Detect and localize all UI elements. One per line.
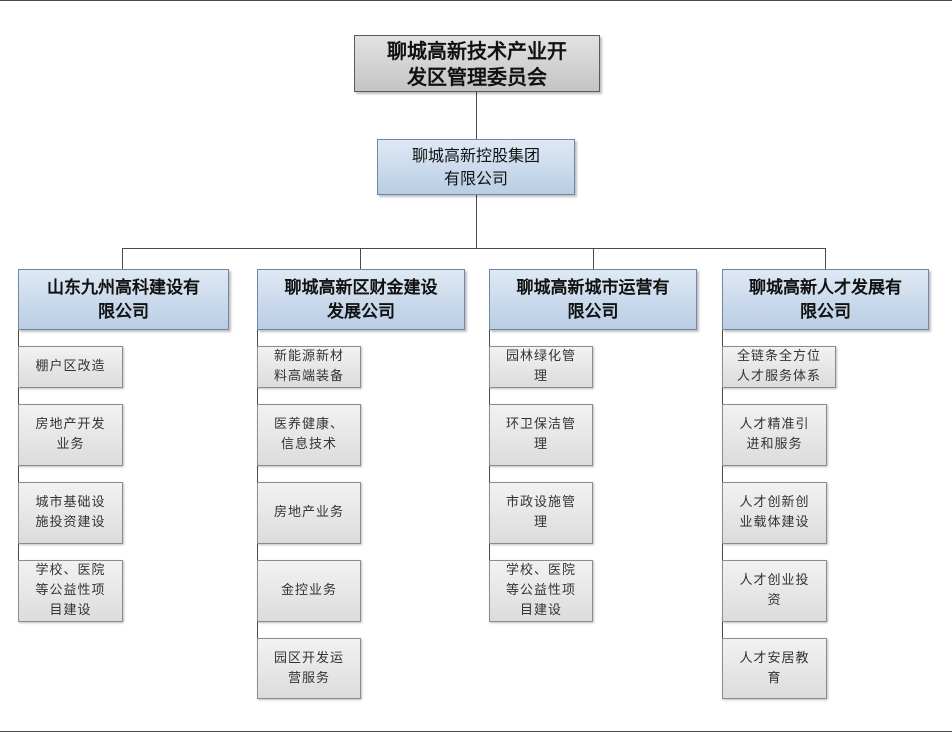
subsidiary-box-jiuzhou: 山东九州高科建设有 限公司 xyxy=(18,269,229,330)
subsidiary-box-talent: 聊城高新人才发展有 限公司 xyxy=(722,269,929,330)
holding-group-box: 聊城高新控股集团 有限公司 xyxy=(377,139,575,195)
management-committee-label: 聊城高新技术产业开 发区管理委员会 xyxy=(387,38,567,89)
business-label: 房地产开发 业务 xyxy=(35,417,106,452)
business-box: 学校、医院 等公益性项 目建设 xyxy=(489,560,593,622)
subsidiary-label: 聊城高新区财金建设 发展公司 xyxy=(284,277,438,322)
business-box: 棚户区改造 xyxy=(18,346,123,388)
business-box: 人才创业投 资 xyxy=(722,560,827,622)
business-box: 全链条全方位 人才服务体系 xyxy=(722,346,836,388)
business-box: 医养健康、 信息技术 xyxy=(257,404,361,466)
business-label: 学校、医院 等公益性项 目建设 xyxy=(35,563,106,618)
business-label: 全链条全方位 人才服务体系 xyxy=(736,349,821,384)
business-label: 园区开发运 营服务 xyxy=(273,650,344,686)
business-label: 人才精准引 进和服务 xyxy=(739,417,810,452)
business-label: 医养健康、 信息技术 xyxy=(273,417,344,452)
business-label: 园林绿化管 理 xyxy=(505,349,576,384)
business-box: 房地产开发 业务 xyxy=(18,404,123,466)
business-label: 城市基础设 施投资建设 xyxy=(35,495,106,530)
business-label: 人才创新创 业载体建设 xyxy=(739,495,810,530)
business-box: 金控业务 xyxy=(257,560,361,622)
business-label: 房地产业务 xyxy=(273,505,344,520)
business-label: 环卫保洁管 理 xyxy=(505,417,576,452)
subsidiary-label: 聊城高新人才发展有 限公司 xyxy=(749,277,902,322)
business-box: 人才精准引 进和服务 xyxy=(722,404,827,466)
bottom-border-line xyxy=(0,731,952,732)
business-box: 园林绿化管 理 xyxy=(489,346,593,388)
business-box: 人才创新创 业载体建设 xyxy=(722,482,827,544)
subsidiary-label: 聊城高新城市运营有 限公司 xyxy=(516,277,670,322)
business-box: 房地产业务 xyxy=(257,482,361,544)
business-box: 人才安居教 育 xyxy=(722,638,827,699)
business-box: 环卫保洁管 理 xyxy=(489,404,593,466)
business-label: 人才创业投 资 xyxy=(739,573,810,608)
holding-group-label: 聊城高新控股集团 有限公司 xyxy=(411,146,540,188)
business-label: 学校、医院 等公益性项 目建设 xyxy=(505,563,576,618)
business-label: 金控业务 xyxy=(280,583,337,598)
business-box: 城市基础设 施投资建设 xyxy=(18,482,123,544)
business-box: 新能源新材 料高端装备 xyxy=(257,346,361,388)
business-box: 学校、医院 等公益性项 目建设 xyxy=(18,560,123,622)
subsidiary-label: 山东九州高科建设有 限公司 xyxy=(47,277,200,322)
business-label: 新能源新材 料高端装备 xyxy=(273,349,344,384)
management-committee-box: 聊城高新技术产业开 发区管理委员会 xyxy=(354,35,600,92)
top-border-line xyxy=(0,0,952,1)
business-box: 市政设施管 理 xyxy=(489,482,593,544)
subsidiary-box-caijin: 聊城高新区财金建设 发展公司 xyxy=(257,269,465,330)
business-label: 人才安居教 育 xyxy=(739,650,810,686)
business-label: 棚户区改造 xyxy=(35,359,106,374)
business-label: 市政设施管 理 xyxy=(505,495,576,530)
subsidiary-box-city-operation: 聊城高新城市运营有 限公司 xyxy=(489,269,697,330)
business-box: 园区开发运 营服务 xyxy=(257,638,361,699)
